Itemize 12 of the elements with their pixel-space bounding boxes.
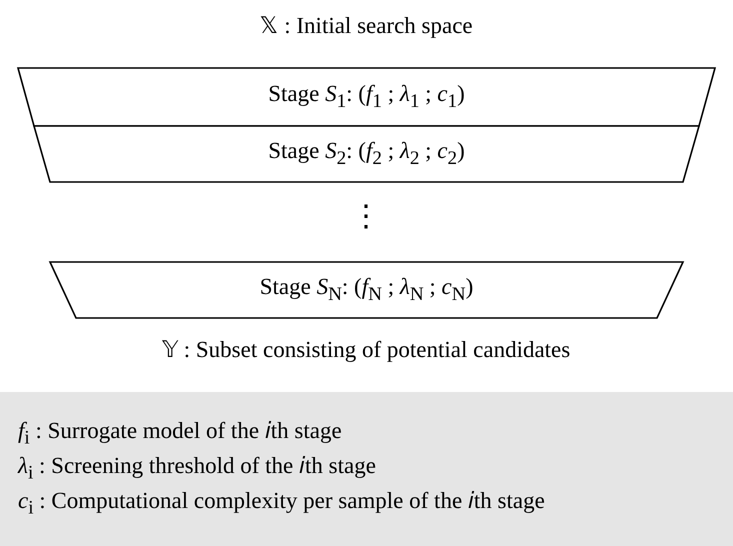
funnel-stage-band [34, 126, 699, 182]
input-set-label: 𝕏 : Initial search space [260, 12, 473, 39]
note-text: c$_{i}$ : Computational complexity per sample of the 𝑖th stage [18, 488, 545, 520]
output-set-label: 𝕐 : Subset consisting of potential candidates [162, 336, 570, 363]
funnel-stage-band [50, 262, 683, 318]
note-text: f$_{i}$ : Surrogate model of the 𝑖th stage [18, 418, 342, 450]
funnel-stage-band [18, 68, 715, 126]
note-text: λ$_{i}$ : Screening threshold of the 𝑖th stage [18, 453, 376, 485]
stage-label: Stage S$_{1}$: (f$_{1}$ ; λ$_{1}$ ; c$_{1}$) [267, 81, 466, 113]
stage-label: Stage S$_{2}$: (f$_{2}$ ; λ$_{2}$ ; c$_{2}$) [267, 138, 466, 170]
vertical-ellipsis: ⋮ [351, 199, 381, 234]
stage-label: Stage S$_{N}$: (f$_{N}$ ; λ$_{N}$ ; c$_{N}$) [258, 274, 474, 306]
